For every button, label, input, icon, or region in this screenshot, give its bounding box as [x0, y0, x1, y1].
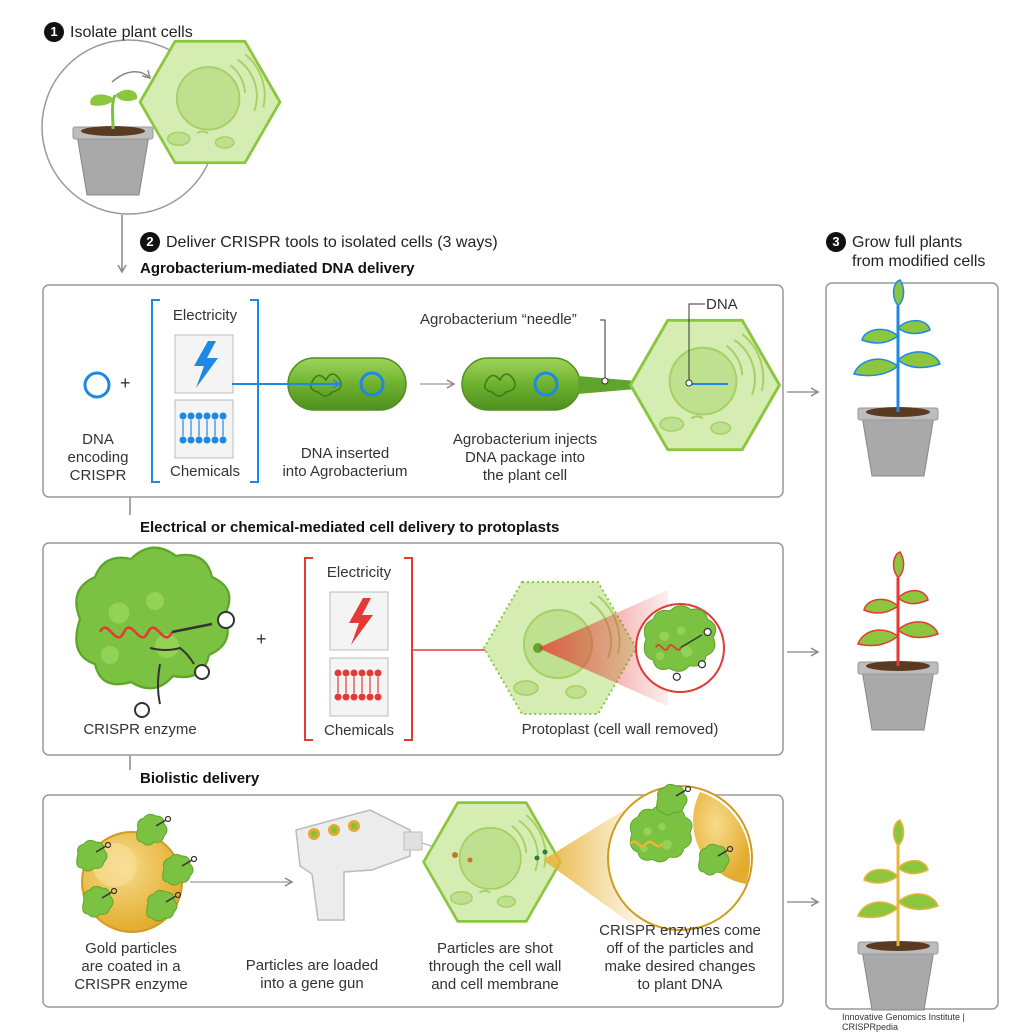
biolistic-change-line1: CRISPR enzymes come [599, 922, 761, 939]
agro-inserted-line2: into Agrobacterium [282, 463, 408, 480]
agro-injects-line1: Agrobacterium injects [452, 431, 598, 448]
agro-needle-label: Agrobacterium “needle” [420, 311, 577, 328]
agro-injects-label: Agrobacterium injects DNA package into t… [440, 431, 610, 485]
membrane-tails-blue [182, 420, 224, 436]
biolistic-target-cell [422, 801, 562, 923]
blue-bracket-left [151, 299, 160, 483]
step3-title-line2: from modified cells [852, 253, 986, 270]
agro-inserted-label: DNA inserted into Agrobacterium [270, 445, 420, 481]
biolistic-change-line3: make desired changes [604, 958, 756, 975]
biolistic-change-line2: off of the particles and [606, 940, 754, 957]
crispr-enzyme-large [75, 546, 235, 718]
biolistic-shot-line1: Particles are shot [437, 940, 553, 957]
biolistic-gun-line1: Particles are loaded [245, 957, 379, 974]
agro-inserted-line1: DNA inserted [300, 445, 390, 462]
membrane-icon-blue [179, 412, 227, 444]
agro-injects-line2: DNA package into [464, 449, 586, 466]
chemicals-icon-box-red [329, 657, 389, 717]
step2-number: 2 [140, 232, 160, 252]
step1-number: 1 [44, 22, 64, 42]
agro-dna-label-line2: encoding [67, 449, 129, 466]
biolistic-shot-label: Particles are shot through the cell wall… [410, 940, 580, 994]
blue-bracket-right [250, 299, 259, 483]
credit-line: Innovative Genomics Institute | CRISPRpe… [842, 1012, 965, 1032]
electro-electricity-label: Electricity [326, 564, 392, 581]
lightning-icon-blue [194, 341, 218, 388]
agrobacterium-2 [461, 357, 581, 411]
dna-plasmid [83, 371, 111, 399]
agro-heading: Agrobacterium-mediated DNA delivery [140, 260, 415, 277]
agro-plus-sign: + [120, 373, 131, 393]
membrane-icon-red [334, 669, 382, 701]
biolistic-heading: Biolistic delivery [140, 770, 260, 787]
electro-plus-sign: + [256, 629, 267, 649]
electro-protoplast-label: Protoplast (cell wall removed) [521, 721, 719, 738]
biolistic-change-label: CRISPR enzymes come off of the particles… [590, 922, 770, 994]
step1-group [41, 39, 282, 274]
biolistic-gold-line2: are coated in a [81, 958, 181, 975]
agro-dna-pointer-label: DNA [706, 296, 738, 313]
biolistic-shot-line2: through the cell wall [428, 958, 562, 975]
biolistic-shot-line3: and cell membrane [431, 976, 559, 993]
step3-title-line1: Grow full plants [852, 234, 963, 251]
step1-title-text: Isolate plant cells [70, 24, 193, 41]
step2-title: 2 Deliver CRISPR tools to isolated cells … [140, 232, 498, 253]
gene-gun [295, 809, 423, 921]
lightning-icon-red [349, 598, 373, 645]
step3-title: 3 Grow full plants [826, 232, 962, 253]
agro-injects-line3: the plant cell [482, 467, 568, 484]
plant-gold [857, 819, 939, 1011]
biolistic-change-line4: to plant DNA [637, 976, 723, 993]
electro-chemicals-label: Chemicals [323, 722, 395, 739]
agro-box [42, 284, 784, 498]
agrobacterium-needle [578, 376, 660, 394]
biolistic-gold-label: Gold particles are coated in a CRISPR en… [56, 940, 206, 994]
biolistic-gun-line2: into a gene gun [260, 975, 364, 992]
step1-title: 1 Isolate plant cells [44, 22, 193, 43]
biolistic-gun-label: Particles are loaded into a gene gun [232, 957, 392, 993]
electro-heading: Electrical or chemical-mediated cell del… [140, 519, 560, 536]
agro-dna-label-line1: DNA [82, 431, 114, 448]
chemicals-icon-box-blue [174, 399, 234, 459]
agro-electricity-label: Electricity [172, 307, 238, 324]
plant-blue [853, 279, 941, 477]
red-zoom-beam [538, 590, 668, 706]
isolate-arrow [111, 70, 152, 83]
biolistic-gold-line3: CRISPR enzyme [74, 976, 188, 993]
pot-with-seedling [72, 89, 154, 196]
electro-enzyme-label: CRISPR enzyme [83, 721, 197, 738]
agro-dna-label-line3: CRISPR [69, 467, 127, 484]
agro-chemicals-label: Chemicals [169, 463, 241, 480]
step3-number: 3 [826, 232, 846, 252]
agro-dna-label: DNA encoding CRISPR [58, 431, 138, 485]
biolistic-box [42, 794, 784, 1008]
step2-title-text: Deliver CRISPR tools to isolated cells (… [166, 234, 498, 251]
plant-red [857, 551, 939, 731]
biolistic-gold-line1: Gold particles [85, 940, 177, 957]
electro-box [42, 542, 784, 756]
